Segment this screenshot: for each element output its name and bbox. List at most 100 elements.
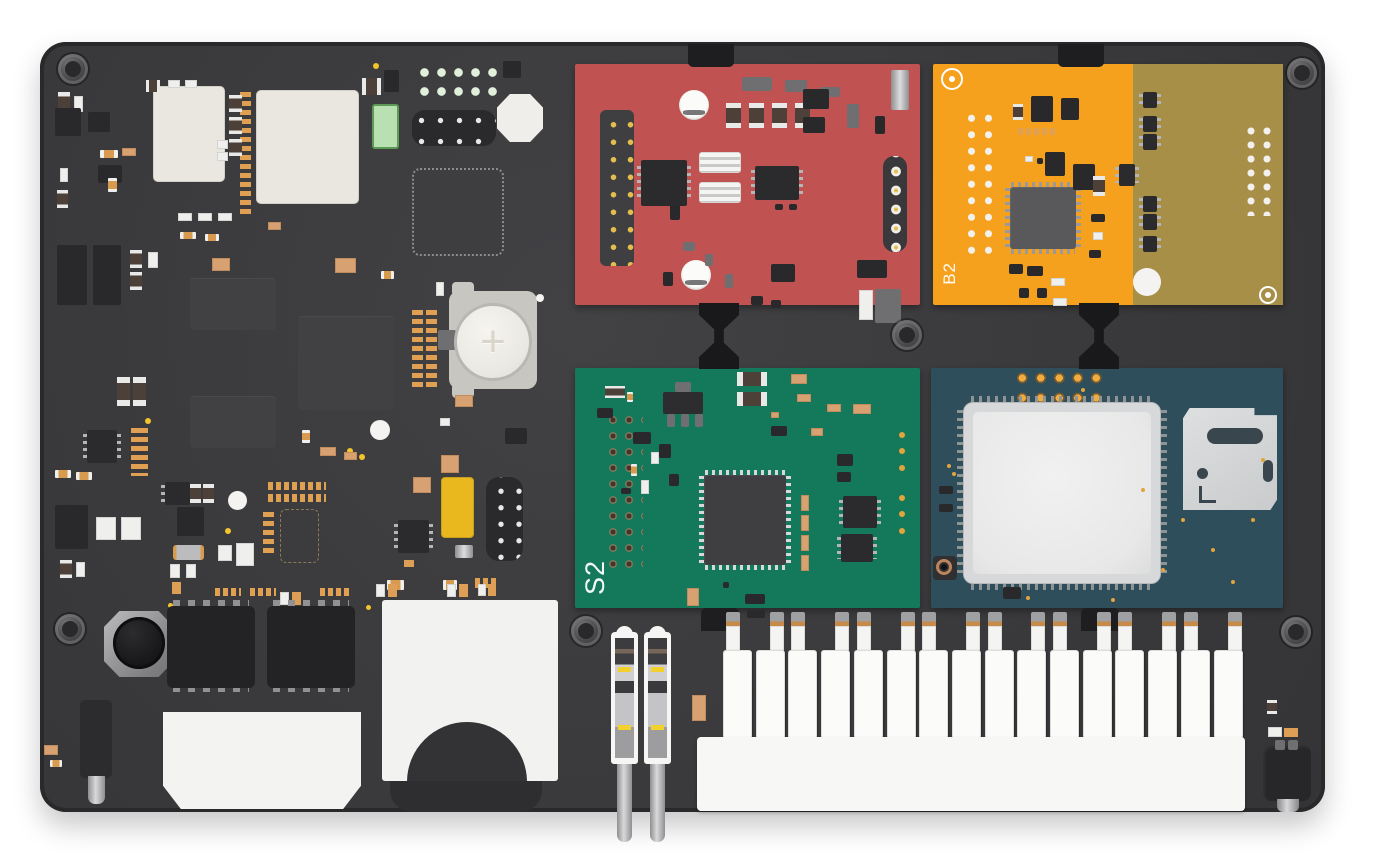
- gold-via: [899, 495, 905, 501]
- terminal-contact: [900, 612, 915, 627]
- soic-chip: [161, 482, 194, 505]
- soic-chip: [837, 534, 877, 562]
- test-point: [225, 528, 231, 534]
- fuse-band: [618, 725, 631, 730]
- ic-chip: [1061, 98, 1079, 120]
- module-clip-top: [688, 44, 734, 67]
- terminal-block: [723, 650, 752, 738]
- terminal-block: [951, 650, 981, 738]
- smd-component: [1288, 740, 1298, 750]
- qfn-chip: [412, 168, 504, 256]
- smd-resistor: [302, 430, 310, 443]
- terminal-pin: [1227, 626, 1242, 652]
- smd-resistor: [55, 470, 71, 478]
- transformer-block: [267, 606, 355, 688]
- ic-chip: [298, 316, 394, 410]
- ic-chip: [751, 296, 763, 305]
- smd-capacitor: [218, 213, 232, 221]
- smd-capacitor: [44, 745, 58, 755]
- sim-guide: [1199, 486, 1216, 503]
- gold-via: [1111, 598, 1115, 602]
- fuse-band: [651, 667, 664, 672]
- solder-pad: [388, 584, 397, 597]
- gold-via: [952, 472, 956, 476]
- corner-screw: [1287, 58, 1317, 88]
- terminal-pin: [1162, 626, 1177, 652]
- terminal-block: [821, 650, 851, 738]
- terminal-contact: [835, 612, 850, 627]
- smd-capacitor: [1053, 298, 1067, 306]
- terminal-contact: [1053, 612, 1067, 627]
- push-button[interactable]: [113, 617, 165, 669]
- module-board-s2: S2: [575, 368, 920, 618]
- terminal-pin: [856, 626, 871, 652]
- smd-capacitor: [440, 418, 450, 426]
- qfp-pins: [1011, 182, 1075, 187]
- ic-chip: [597, 408, 613, 418]
- ic-chip: [1019, 288, 1029, 298]
- soic-chip: [83, 430, 121, 463]
- terminal-pin: [1183, 626, 1198, 652]
- gold-via: [899, 432, 905, 438]
- terminal-pin: [1096, 626, 1111, 652]
- solder-pad: [404, 560, 414, 567]
- smd-resistor: [631, 464, 637, 476]
- terminal-block: [1213, 650, 1243, 738]
- qfp-pins: [1005, 188, 1010, 248]
- soic-chip: [1139, 236, 1161, 252]
- smd-capacitor: [737, 392, 767, 406]
- ic-chip: [771, 426, 787, 436]
- ic-footprint: [280, 509, 319, 563]
- smd-capacitor: [801, 515, 809, 531]
- sd-card-slot[interactable]: [382, 600, 558, 781]
- smd-resistor: [50, 760, 62, 767]
- smd-capacitor: [1025, 156, 1033, 162]
- test-point: [168, 603, 173, 608]
- smd-capacitor: [229, 95, 242, 112]
- smd-capacitor: [455, 395, 473, 407]
- pin-header-2x10: [600, 110, 634, 266]
- regulator-leg: [667, 414, 675, 427]
- ic-chip: [670, 204, 680, 220]
- pad-row: [215, 588, 241, 596]
- smd-capacitor: [651, 452, 659, 464]
- gold-via: [1141, 488, 1145, 492]
- electrolytic-capacitor: [891, 70, 909, 110]
- terminal-contact: [769, 612, 784, 627]
- transformer-pins: [273, 684, 349, 692]
- smd-capacitor: [1013, 104, 1023, 120]
- soic-chip: [1139, 116, 1161, 132]
- smd-resistor: [381, 271, 394, 279]
- smd-capacitor: [268, 222, 281, 230]
- bottom-left-connector: [163, 712, 361, 809]
- module-pins: [971, 584, 1153, 590]
- ic-chip: [1027, 266, 1043, 276]
- smd-capacitor: [168, 80, 180, 88]
- smd-capacitor: [148, 252, 158, 268]
- soic-chip: [394, 520, 433, 553]
- gold-via: [899, 528, 905, 534]
- fuse-band: [618, 667, 631, 672]
- smd-capacitor: [335, 258, 356, 273]
- smd-capacitor: [413, 477, 431, 493]
- smd-capacitor: [447, 584, 456, 597]
- ic-chip: [837, 454, 853, 466]
- terminal-pin: [1053, 626, 1067, 652]
- ic-chip: [803, 89, 829, 109]
- via-hole: [228, 491, 247, 510]
- smd-capacitor: [801, 555, 809, 571]
- trimmer: [679, 90, 709, 120]
- ic-chip: [621, 488, 631, 494]
- battery-holder-tab: [452, 384, 474, 398]
- transformer-pins: [173, 684, 249, 692]
- antenna-connector-barrel: [88, 776, 105, 804]
- terminal-pin: [900, 626, 915, 652]
- smd-component: [875, 289, 901, 323]
- ic-chip: [747, 610, 765, 618]
- terminal-pin: [769, 626, 784, 652]
- terminal-block: [853, 650, 883, 738]
- smd-capacitor: [96, 517, 116, 540]
- smd-capacitor: [441, 455, 459, 473]
- terminal-pin: [1031, 626, 1046, 652]
- fiducial-mark: [1259, 286, 1277, 304]
